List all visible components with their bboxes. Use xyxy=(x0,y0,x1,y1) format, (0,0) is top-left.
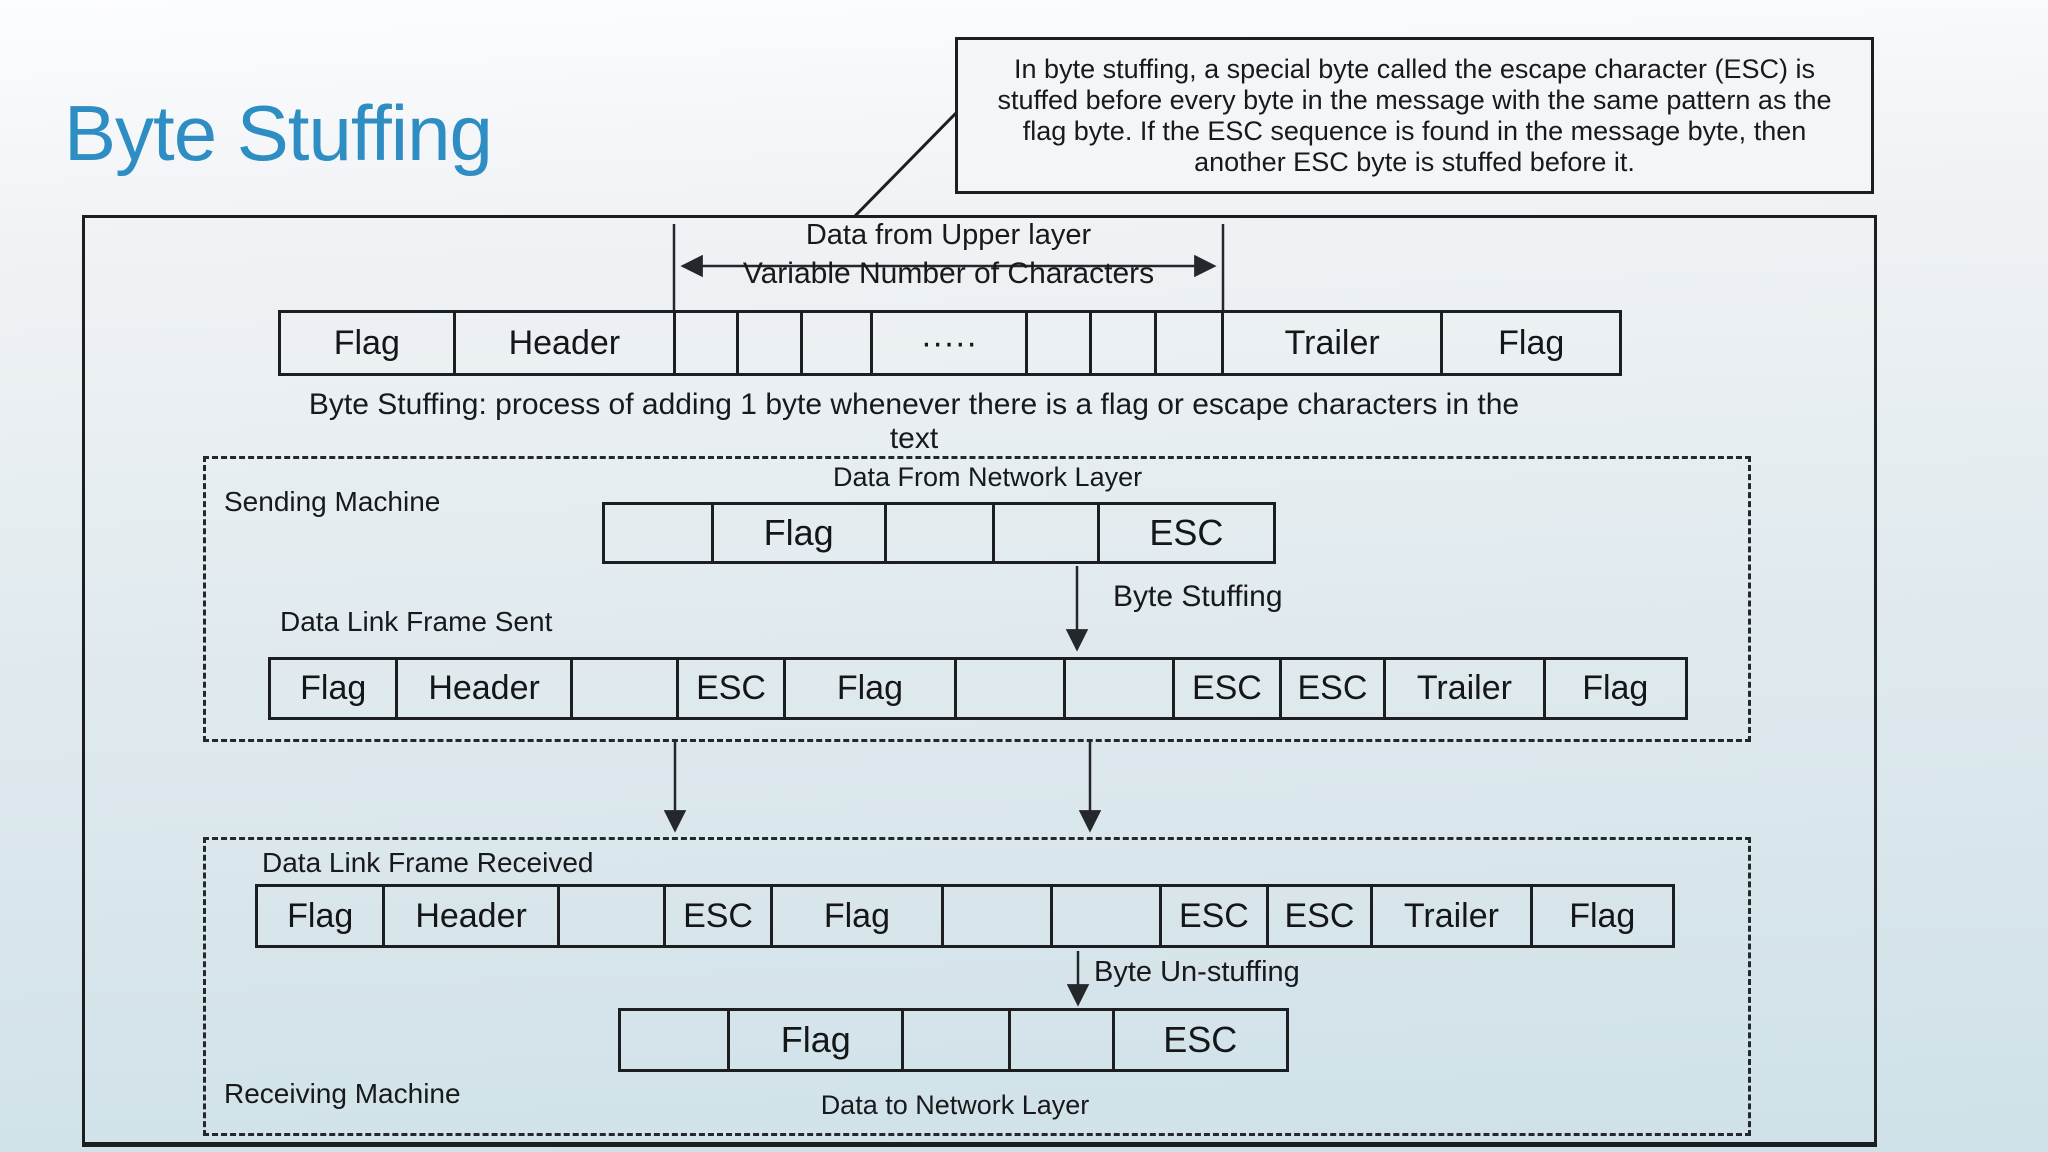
sending-machine-label: Sending Machine xyxy=(224,486,441,517)
data-to-network-label: Data to Network Layer xyxy=(820,1090,1090,1120)
frame-cell-flag: Flag xyxy=(786,660,958,717)
frame-cell-esc: ESC xyxy=(666,887,773,945)
frame-cell-esc: ESC xyxy=(1175,660,1282,717)
frame-cell-trailer: Trailer xyxy=(1373,887,1533,945)
frame-cell-header: Header xyxy=(456,313,677,373)
frame-cell-data xyxy=(739,313,803,373)
frame-cell-esc: ESC xyxy=(1149,512,1224,553)
frame-cell-esc: ESC xyxy=(1163,1019,1238,1060)
frame-cell-data xyxy=(995,505,1100,561)
network-layer-row-sending: Flag ESC xyxy=(602,502,1276,564)
page-title: Byte Stuffing xyxy=(64,89,493,177)
sending-machine-box xyxy=(203,456,1751,742)
frame-cell-esc: ESC xyxy=(1282,660,1387,717)
frame-cell-data xyxy=(1053,887,1163,945)
frame-cell-header: Header xyxy=(385,887,560,945)
frame-cell-data xyxy=(944,887,1053,945)
frame-cell-data xyxy=(605,505,714,561)
upper-layer-annotation: Data from Upper layer Variable Number of… xyxy=(674,219,1223,291)
frame-received-row: Flag Header ESC Flag ESC ESC Trailer Fla… xyxy=(255,884,1675,948)
frame-cell-flag: Flag xyxy=(1582,669,1649,707)
frame-cell-data xyxy=(621,1011,731,1069)
frame-cell-data xyxy=(887,505,996,561)
frame-cell-esc: ESC xyxy=(1269,887,1374,945)
callout-box: In byte stuffing, a special byte called … xyxy=(955,37,1874,194)
receiving-machine-box xyxy=(203,837,1751,1136)
callout-leader-line xyxy=(853,110,959,218)
frame-cell-flag: Flag xyxy=(773,887,945,945)
frame-cell-flag: Flag xyxy=(1569,896,1636,935)
frame-cell-data xyxy=(904,1011,1011,1069)
frame-cell-trailer: Trailer xyxy=(1224,313,1444,373)
frame-sent-row: Flag Header ESC Flag ESC ESC Trailer Fla… xyxy=(268,657,1688,720)
receiving-machine-label: Receiving Machine xyxy=(224,1078,461,1109)
frame-cell-data xyxy=(1028,313,1093,373)
upper-layer-frame-row: Flag Header ····· Trailer Flag xyxy=(278,310,1622,376)
annotation-line1: Data from Upper layer xyxy=(805,219,1092,251)
frame-received-label: Data Link Frame Received xyxy=(262,847,594,878)
frame-cell-flag: Flag xyxy=(271,660,399,717)
frame-cell-data xyxy=(676,313,739,373)
frame-cell-ellipsis: ····· xyxy=(873,313,1029,373)
frame-sent-label: Data Link Frame Sent xyxy=(280,606,553,637)
network-layer-row-receiving: Flag ESC xyxy=(618,1008,1289,1072)
frame-cell-trailer: Trailer xyxy=(1386,660,1546,717)
frame-cell-flag: Flag xyxy=(281,313,456,373)
frame-cell-flag: Flag xyxy=(258,887,386,945)
frame-cell-flag: Flag xyxy=(730,1011,905,1069)
callout-text: In byte stuffing, a special byte called … xyxy=(997,53,1832,177)
frame-cell-data xyxy=(803,313,873,373)
frame-cell-data xyxy=(1157,313,1224,373)
frame-cell-data xyxy=(957,660,1066,717)
frame-cell-data xyxy=(1011,1011,1115,1069)
diagram-caption: Byte Stuffing: process of adding 1 byte … xyxy=(308,388,1520,455)
frame-cell-flag: Flag xyxy=(714,505,887,561)
frame-cell-esc: ESC xyxy=(679,660,786,717)
byte-stuffing-label: Byte Stuffing xyxy=(1113,580,1283,613)
frame-cell-data xyxy=(1092,313,1158,373)
frame-cell-header: Header xyxy=(398,660,573,717)
frame-cell-flag: Flag xyxy=(1498,323,1565,362)
frame-cell-data xyxy=(560,887,667,945)
diagram-outer-box xyxy=(82,215,1877,1147)
data-from-network-label: Data From Network Layer xyxy=(833,462,1143,492)
annotation-line2: Variable Number of Characters xyxy=(742,257,1155,290)
frame-cell-data xyxy=(1066,660,1176,717)
byte-unstuffing-label: Byte Un-stuffing xyxy=(1094,956,1300,988)
frame-cell-esc: ESC xyxy=(1162,887,1269,945)
frame-cell-data xyxy=(573,660,680,717)
